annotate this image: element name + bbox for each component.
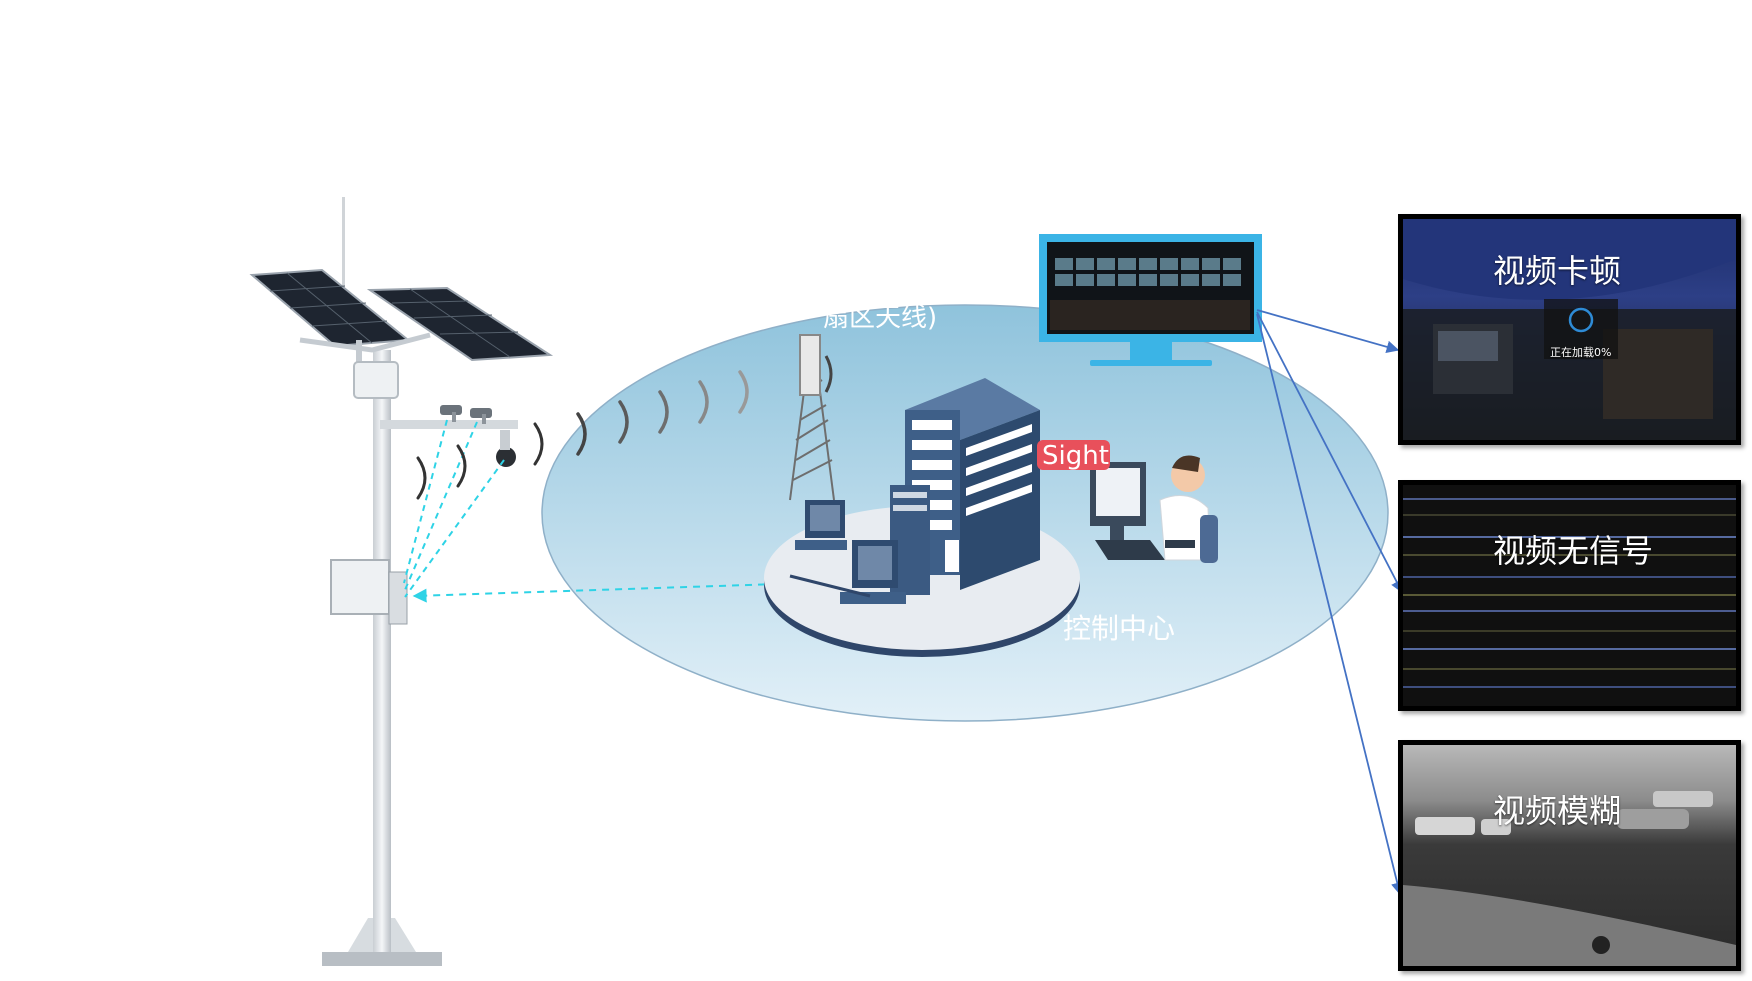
monitoring-display	[1039, 234, 1262, 366]
panel-video-blur-title: 视频模糊	[1493, 792, 1622, 830]
solar-panel-right	[366, 286, 554, 362]
panel-video-blur: 视频模糊	[1398, 740, 1741, 971]
panel-video-lag: 视频卡顿 正在加载0%	[1398, 214, 1741, 445]
solar-camera-pole	[249, 197, 554, 966]
panel-video-lag-title: 视频卡顿	[1493, 252, 1622, 290]
operator-workstation	[1090, 455, 1218, 563]
sector-antenna-tower	[789, 334, 835, 501]
issue-arrows	[1256, 309, 1404, 896]
backhaul-link	[412, 583, 779, 603]
antenna-label: 扇区天线)	[823, 303, 937, 333]
panel-video-no-signal-title: 视频无信号	[1493, 532, 1654, 570]
wireless-bridge-box	[330, 559, 390, 615]
panel-video-lag-status: 正在加载0%	[1550, 346, 1612, 359]
control-center-illustration	[764, 334, 1080, 657]
sight-logo-badge	[1037, 440, 1110, 470]
wireless-signal-arcs	[576, 370, 749, 456]
control-center-label: 控制中心	[1063, 612, 1175, 645]
sight-logo-text: Sight	[1042, 441, 1109, 471]
panel-video-no-signal: 视频无信号	[1398, 480, 1741, 711]
dome-camera	[496, 447, 516, 467]
